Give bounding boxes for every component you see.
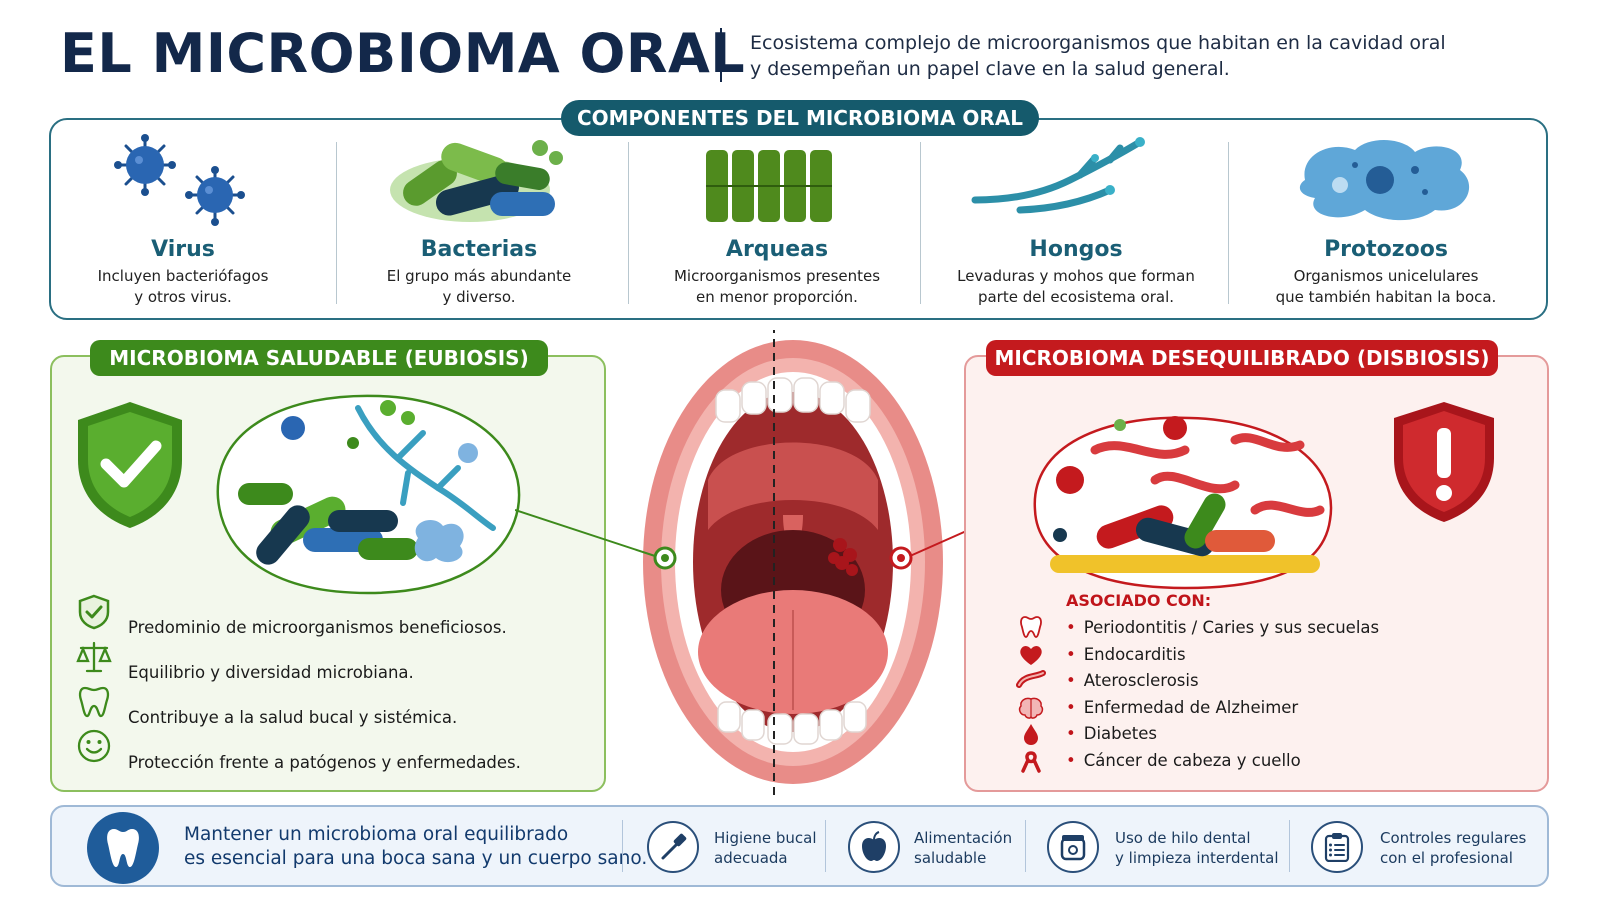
eubiosis-title: MICROBIOMA SALUDABLE (EUBIOSIS) — [90, 340, 548, 376]
healthy-microbiome-illustration — [216, 394, 521, 595]
subtitle-line-1: Ecosistema complejo de microorganismos q… — [750, 32, 1446, 54]
component-desc-virus: Incluyen bacteriófagos — [97, 267, 269, 285]
protozoa-icon — [1299, 140, 1470, 221]
footer-icon-circle — [1311, 821, 1363, 873]
components-title: COMPONENTES DEL MICROBIOMA ORAL — [561, 100, 1039, 136]
page-title: EL MICROBIOMA ORAL — [60, 22, 746, 85]
cancer-ribbon-icon — [1021, 751, 1041, 773]
tooth-icon — [1020, 616, 1042, 638]
component-desc-fungi: parte del ecosistema oral. — [977, 288, 1175, 306]
components-divider — [628, 142, 629, 304]
heart-icon — [1020, 646, 1042, 665]
footer-message-line-2: es esencial para una boca sana y un cuer… — [184, 848, 648, 869]
footer-item-nutrition: saludable — [914, 849, 987, 867]
component-name-fungi: Hongos — [1029, 237, 1123, 262]
virus-icon — [114, 134, 245, 226]
bacteria-icon — [390, 140, 563, 222]
subtitle-line-2: y desempeñan un papel clave en la salud … — [750, 58, 1230, 80]
component-name-protozoa: Protozoos — [1324, 237, 1448, 262]
footer-divider — [825, 820, 826, 872]
components-divider — [1228, 142, 1229, 304]
component-name-archaea: Arqueas — [725, 237, 829, 262]
footer-icon-circle — [647, 821, 699, 873]
balance-scale-icon — [76, 641, 112, 673]
disbiosis-item: •Periodontitis / Caries y sus secuelas — [1066, 618, 1380, 637]
eubiosis-item: Equilibrio y diversidad microbiana. — [128, 663, 414, 682]
disbiosis-title: MICROBIOMA DESEQUILIBRADO (DISBIOSIS) — [986, 340, 1498, 376]
archaea-icon — [706, 150, 832, 222]
component-desc-bacteria: El grupo más abundante — [386, 267, 572, 285]
footer-divider — [622, 820, 623, 872]
dental-floss-icon — [1060, 835, 1086, 861]
component-desc-virus: y otros virus. — [134, 288, 232, 306]
components-divider — [336, 142, 337, 304]
eubiosis-item: Protección frente a patógenos y enfermed… — [128, 753, 521, 772]
footer-item-checkups: con el profesional — [1380, 849, 1513, 867]
component-desc-bacteria: y diverso. — [442, 288, 516, 306]
footer-icon-circle — [1047, 821, 1099, 873]
smiley-icon — [77, 729, 111, 763]
component-desc-fungi: Levaduras y mohos que forman — [957, 267, 1195, 285]
associated-with-label: ASOCIADO CON: — [1066, 591, 1212, 610]
footer-message-line-1: Mantener un microbioma oral equilibrado — [184, 824, 569, 845]
blood-drop-icon — [1024, 724, 1038, 745]
component-desc-archaea: Microorganismos presentes — [673, 267, 881, 285]
footer-item-checkups: Controles regulares — [1380, 829, 1527, 847]
mouth-illustration — [643, 330, 943, 795]
footer-divider — [1025, 820, 1026, 872]
apple-icon — [862, 831, 886, 861]
footer-item-floss: Uso de hilo dental — [1115, 829, 1251, 847]
eubiosis-item: Contribuye a la salud bucal y sistémica. — [128, 708, 458, 727]
brain-icon — [1018, 697, 1044, 719]
toothbrush-icon — [661, 833, 687, 860]
footer-item-hygiene: Higiene bucal — [714, 829, 817, 847]
footer-item-floss: y limpieza interdental — [1115, 849, 1279, 867]
header-divider — [720, 28, 722, 82]
footer-item-hygiene: adecuada — [714, 849, 788, 867]
disbiosis-item: •Enfermedad de Alzheimer — [1066, 698, 1299, 717]
component-name-virus: Virus — [151, 237, 215, 262]
component-desc-archaea: en menor proporción. — [696, 288, 858, 306]
footer-icon-circle — [848, 821, 900, 873]
component-desc-protozoa: que también habitan la boca. — [1275, 288, 1497, 306]
shield-check-icon — [78, 402, 182, 528]
footer-item-nutrition: Alimentación — [914, 829, 1013, 847]
clipboard-icon — [1324, 833, 1350, 862]
shield-check-icon — [78, 594, 110, 630]
connector-lines — [515, 504, 1025, 570]
artery-icon — [1016, 670, 1046, 688]
fungi-icon — [971, 137, 1145, 214]
component-desc-protozoa: Organismos unicelulares — [1293, 267, 1479, 285]
disbiosis-item: •Cáncer de cabeza y cuello — [1066, 751, 1301, 770]
eubiosis-item: Predominio de microorganismos beneficios… — [128, 618, 507, 637]
components-divider — [920, 142, 921, 304]
footer-divider — [1289, 820, 1290, 872]
warning-shield-icon — [1394, 402, 1494, 522]
component-name-bacteria: Bacterias — [420, 237, 538, 262]
footer-banner — [50, 805, 1549, 887]
tooth-icon — [78, 686, 110, 718]
disbiosis-item: •Endocarditis — [1066, 645, 1186, 664]
tooth-badge — [87, 812, 159, 884]
disbiosis-item: •Aterosclerosis — [1066, 671, 1199, 690]
tooth-icon — [107, 829, 139, 867]
dysbiosis-microbiome-illustration — [1033, 416, 1333, 590]
disbiosis-item: •Diabetes — [1066, 724, 1157, 743]
